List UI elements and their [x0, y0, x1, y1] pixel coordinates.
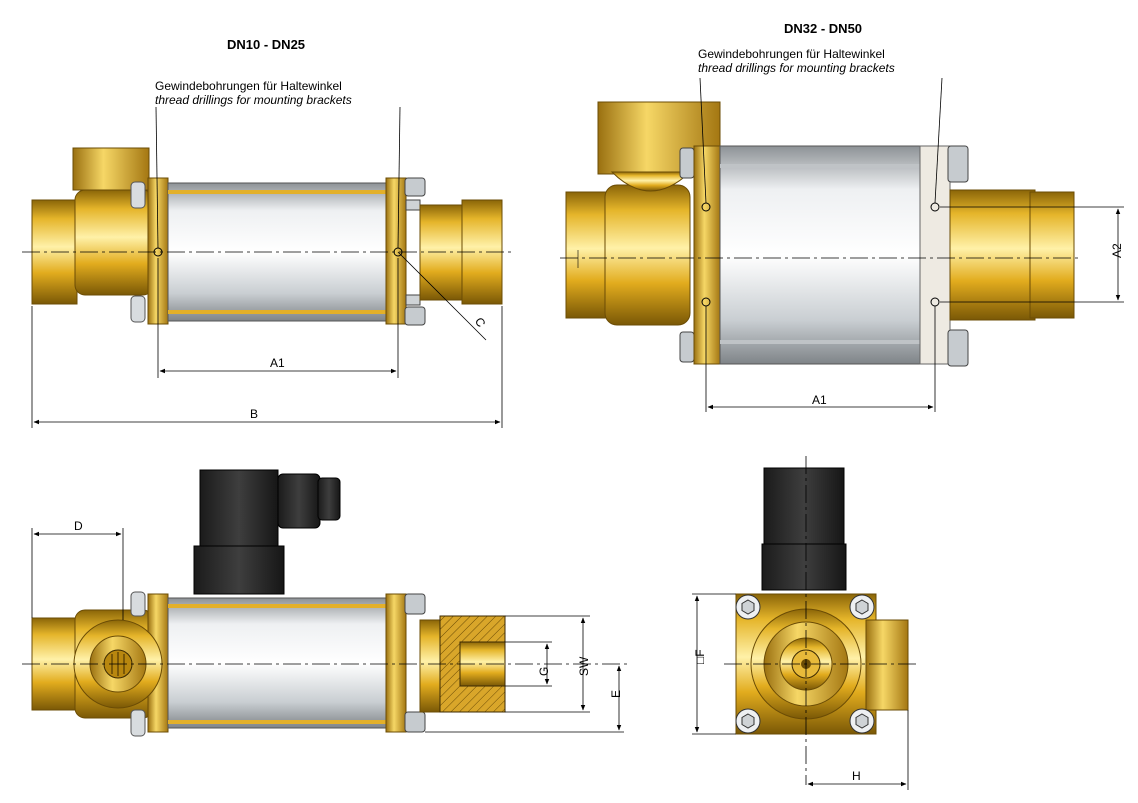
large-dim-a2: A2	[1110, 243, 1124, 258]
large-bolt-tl	[679, 147, 695, 179]
side-connector-plug	[199, 469, 279, 549]
large-valve-view: DN32 - DN50 Gewindebohrungen für Haltewi…	[560, 21, 1124, 412]
small-note-de: Gewindebohrungen für Haltewinkel	[155, 79, 342, 93]
small-nut-tr	[404, 177, 426, 197]
small-bolt-tl	[130, 181, 146, 209]
small-valve-view: DN10 - DN25 Gewindebohrungen für Haltewi…	[22, 37, 515, 428]
end-nut-tl	[735, 594, 761, 620]
large-note-de: Gewindebohrungen für Haltewinkel	[698, 47, 885, 61]
side-right-flange	[385, 593, 407, 733]
side-dim-e: E	[609, 690, 623, 698]
end-nut-br	[849, 708, 875, 734]
side-view: D G SW E	[22, 469, 630, 737]
end-nut-tr	[849, 594, 875, 620]
large-right-body	[949, 189, 1036, 321]
small-dim-b: B	[250, 407, 258, 421]
small-note-en: thread drillings for mounting brackets	[155, 93, 352, 107]
large-nut-tr	[947, 145, 969, 183]
small-right-body	[419, 204, 466, 301]
end-nut-bl	[735, 708, 761, 734]
side-connector-gland	[277, 473, 321, 529]
small-nut-br	[404, 306, 426, 326]
small-right-flange	[385, 177, 407, 325]
small-view-title: DN10 - DN25	[227, 37, 305, 52]
large-right-fitting	[1029, 191, 1075, 319]
large-left-flange	[693, 145, 721, 365]
large-note-en: thread drillings for mounting brackets	[698, 61, 895, 75]
end-coil	[761, 543, 847, 591]
end-dim-f: □F	[693, 649, 707, 664]
side-coil	[193, 545, 285, 595]
small-dim-a1: A1	[270, 356, 285, 370]
large-nut-br	[947, 329, 969, 367]
large-left-fitting	[565, 191, 609, 319]
side-dim-d: D	[74, 519, 83, 533]
large-dim-a1: A1	[812, 393, 827, 407]
end-dim-h: H	[852, 769, 861, 783]
small-bolt-bl	[130, 295, 146, 323]
side-dim-sw: SW	[577, 656, 591, 676]
large-view-title: DN32 - DN50	[784, 21, 862, 36]
end-connector-plug	[763, 467, 845, 549]
side-steel-tube	[167, 597, 387, 729]
large-bolt-bl	[679, 331, 695, 363]
end-view: □F H	[692, 456, 920, 790]
large-body	[604, 184, 691, 326]
small-dim-c: C	[472, 315, 489, 330]
large-steel-tube	[719, 145, 923, 365]
end-side-port	[865, 619, 909, 711]
side-dim-g: G	[537, 667, 551, 676]
